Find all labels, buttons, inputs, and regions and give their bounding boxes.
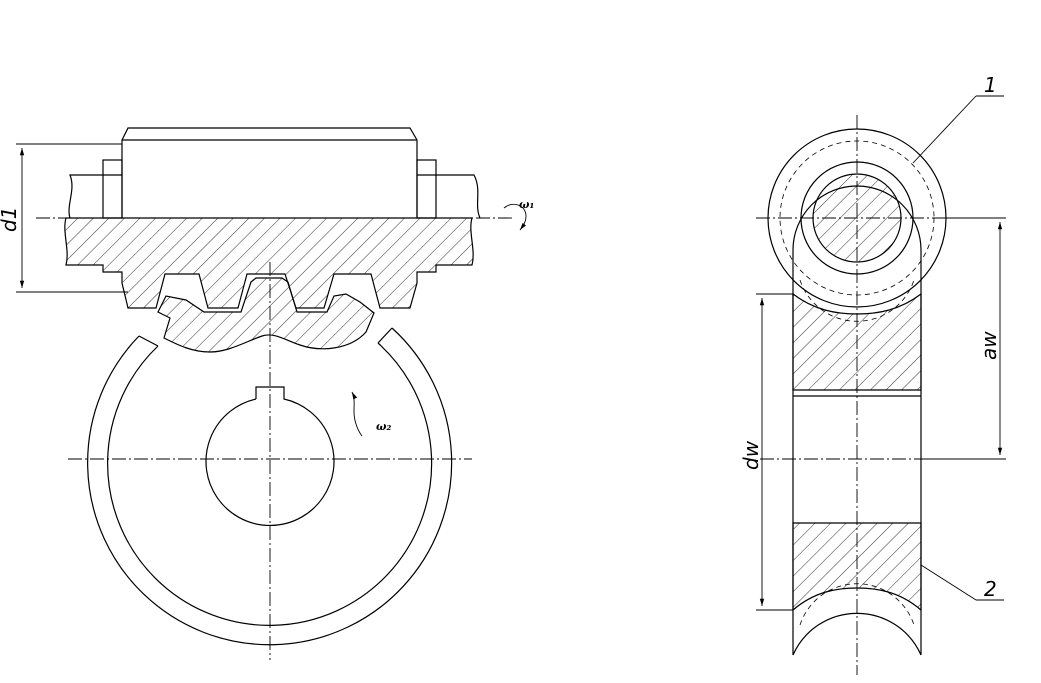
- worm-section: [64, 217, 474, 309]
- dimension-aw-label: aw: [977, 331, 1001, 360]
- dimension-dw-label: dw: [739, 440, 763, 470]
- omega1-label: ω₁: [519, 198, 534, 211]
- leader-part-2: 2: [920, 564, 1004, 601]
- gear-teeth-section: [157, 277, 375, 353]
- omega2-label: ω₂: [376, 420, 391, 433]
- dimension-d1: d1: [0, 143, 128, 293]
- front-view: d1 ω₁ ω₂: [0, 127, 534, 660]
- rotation-omega1: ω₁: [503, 198, 534, 231]
- part-2-label: 2: [984, 577, 997, 601]
- part-1-label: 1: [984, 73, 997, 97]
- dimension-aw: aw: [921, 217, 1006, 460]
- bore-keyway: [205, 386, 335, 526]
- dimension-dw: dw: [739, 293, 793, 611]
- rotation-omega2: ω₂: [351, 391, 391, 437]
- dimension-d1-label: d1: [0, 207, 21, 232]
- worm-wheel: [87, 327, 453, 646]
- leader-part-1: 1: [912, 73, 1004, 164]
- side-view: aw dw 1 2: [739, 73, 1006, 675]
- worm-upper-half: [68, 127, 481, 219]
